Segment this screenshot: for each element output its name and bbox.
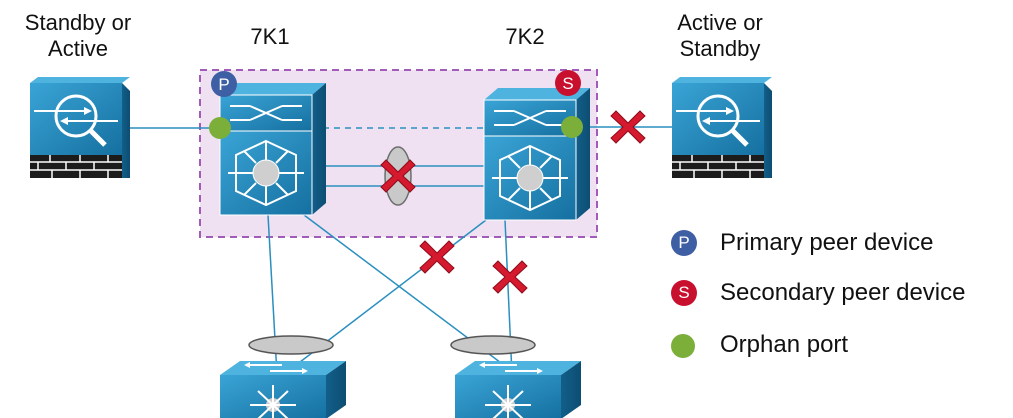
access1-port-channel [248,335,334,355]
label-right-firewall: Active or Standby [650,10,790,62]
nexus-7k1-switch-icon: P [209,71,326,216]
secondary-badge-icon [555,70,581,96]
legend-primary-text: Primary peer device [720,229,934,256]
orphan-port-7k1-icon [209,117,231,139]
fail-mark-7k2-access2-icon [492,260,528,294]
label-7k1: 7K1 [250,24,290,49]
legend-secondary-text: Secondary peer device [720,279,966,306]
primary-badge-icon [211,71,237,97]
label-left-firewall-line1: Standby or [24,10,132,35]
fail-mark-7k2-access1-icon [419,240,455,274]
access2-port-channel [450,335,536,355]
label-right-firewall-line2: Standby [679,36,761,61]
firewall-right-icon [672,77,772,178]
label-right-firewall-line1: Active or [677,10,763,35]
label-left-firewall: Standby or Active [4,10,152,62]
legend-primary-icon: P [671,230,697,256]
primary-badge-text: P [218,75,229,94]
legend-orphan-port-text: Orphan port [720,331,849,358]
label-7k2: 7K2 [505,24,545,49]
nexus-7k2-switch-icon: S [483,70,590,221]
access-switch-1-icon [220,361,346,418]
legend-secondary-icon: S [671,280,697,306]
firewall-left-icon [30,77,130,178]
orphan-port-7k2-icon [561,116,583,138]
label-left-firewall-line2: Active [48,36,108,61]
secondary-badge-text: S [562,74,573,93]
access-switch-2-icon [455,361,581,418]
legend-orphan-port-icon [671,334,695,358]
